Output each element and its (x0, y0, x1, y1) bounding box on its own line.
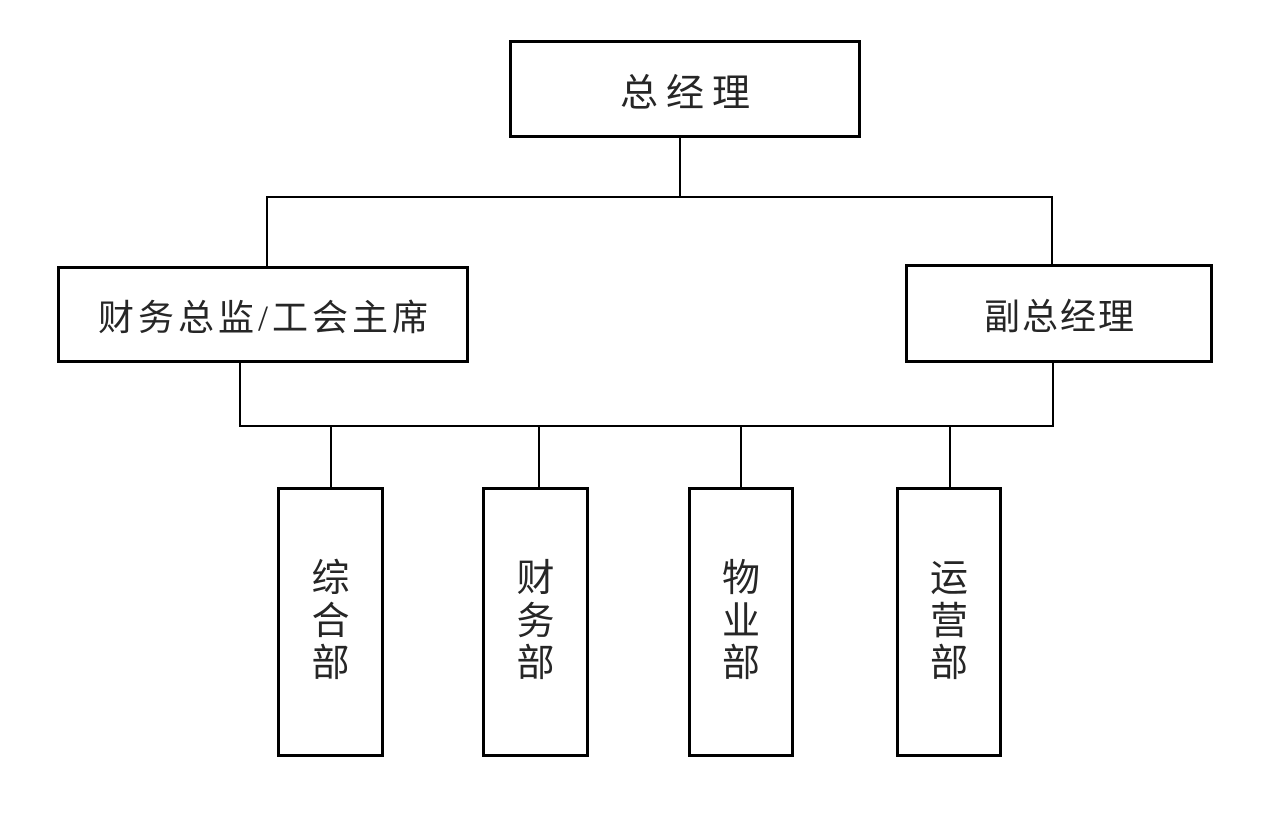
org-node-finance-director-union-chairman: 财务总监/工会主席 (57, 266, 469, 363)
org-node-label: 副总经理 (983, 296, 1136, 337)
org-node-label: 财务部 (516, 558, 555, 686)
org-node-label: 总经理 (619, 72, 758, 115)
connector-level2-right-drop (1051, 196, 1053, 264)
connector-level3-rail (239, 425, 1054, 427)
connector-level3-left-feed (239, 363, 241, 426)
org-node-deputy-general-manager: 副总经理 (905, 264, 1213, 363)
connector-level2-left-drop (266, 196, 268, 266)
connector-dept2-drop (538, 427, 540, 487)
org-node-label: 综合部 (311, 558, 350, 686)
org-node-label: 运营部 (929, 558, 968, 686)
connector-root-drop (679, 138, 681, 197)
connector-dept4-drop (949, 427, 951, 487)
org-node-finance-dept: 财务部 (482, 487, 589, 757)
org-node-general-affairs-dept: 综合部 (277, 487, 384, 757)
connector-level3-right-feed (1052, 363, 1054, 426)
connector-dept1-drop (330, 427, 332, 487)
org-node-operations-dept: 运营部 (896, 487, 1002, 757)
connector-dept3-drop (740, 427, 742, 487)
connector-level2-rail (266, 196, 1053, 198)
org-node-label: 财务总监/工会主席 (97, 297, 432, 338)
org-node-general-manager: 总经理 (509, 40, 861, 138)
org-node-property-dept: 物业部 (688, 487, 794, 757)
org-node-label: 物业部 (721, 558, 760, 686)
